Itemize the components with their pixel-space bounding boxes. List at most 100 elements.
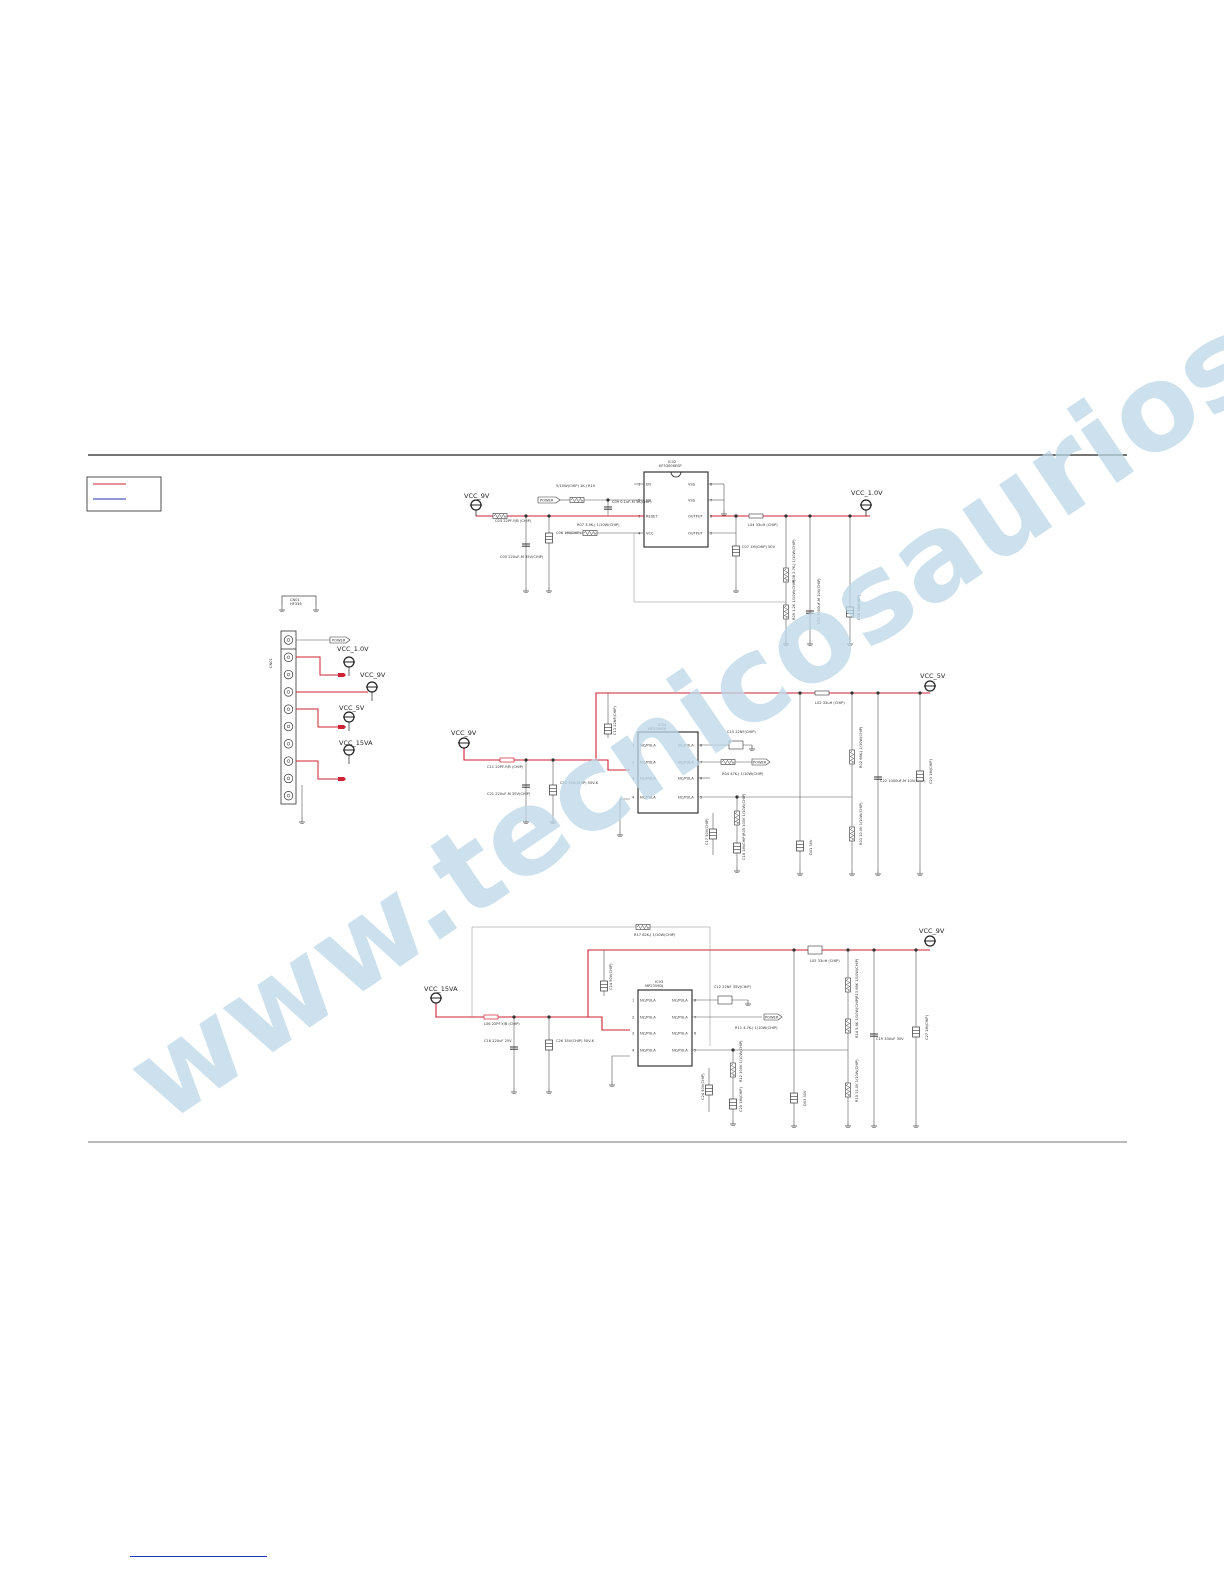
svg-text:L05 33uH (CHIP): L05 33uH (CHIP) [810, 959, 840, 963]
svg-text:NC/PULA: NC/PULA [672, 1031, 688, 1035]
svg-text:C22 1000uF-M 10V(CHIP): C22 1000uF-M 10V(CHIP) [880, 779, 926, 783]
rail-in-vcc-9v-top[interactable]: VCC_9V [464, 492, 490, 516]
svg-text:C08 1M(CHIP): C08 1M(CHIP) [857, 595, 861, 620]
svg-text:MP2359DJ: MP2359DJ [648, 727, 666, 731]
connector-pin [283, 739, 294, 749]
svg-text:C07 1000uF-M 10V(CHIP): C07 1000uF-M 10V(CHIP) [817, 578, 821, 624]
svg-text:C27 1M(CHIP): C27 1M(CHIP) [925, 1015, 929, 1040]
svg-text:IC03: IC03 [655, 980, 663, 984]
svg-text:5: 5 [694, 1048, 696, 1052]
svg-text:1: 1 [632, 998, 634, 1002]
svg-text:RESET: RESET [646, 514, 658, 518]
svg-text:C19 330uF 35V: C19 330uF 35V [876, 1037, 904, 1041]
svg-text:R13 68K 1/10W(CHIP): R13 68K 1/10W(CHIP) [855, 958, 859, 998]
connector-pin [283, 756, 294, 766]
connector-rail-vcc-1v0: VCC_1.0V [337, 645, 369, 653]
connector-pin [283, 721, 294, 732]
svg-text:NC/PULA: NC/PULA [678, 776, 694, 780]
svg-text:VCC_9V: VCC_9V [919, 927, 945, 935]
rail-in-vcc-9v-mid[interactable]: VCC_9V [451, 729, 477, 749]
svg-text:C24 50V(CHIP): C24 50V(CHIP) [701, 1073, 705, 1100]
svg-text:C21 220uF-M 35V(CHIP): C21 220uF-M 35V(CHIP) [487, 792, 531, 796]
ic-pin: 6NC/PULA [672, 1031, 697, 1035]
svg-text:5/10W(CHIP) 1K-J R10: 5/10W(CHIP) 1K-J R10 [556, 484, 596, 488]
svg-text:R09 1.2K 1/10W(CHIP): R09 1.2K 1/10W(CHIP) [792, 579, 796, 620]
ic-ic03: IC03 MP2359DJ 1NC/PULA8NC/PULA2NC/PULA7N… [632, 980, 697, 1067]
connector-mount: CN01 HF336 [278, 595, 320, 612]
rail-out-vcc-9v-bottom[interactable]: VCC_9V [919, 927, 945, 947]
svg-text:R05 100K 1/10W(CHIP): R05 100K 1/10W(CHIP) [742, 793, 746, 835]
svg-text:3: 3 [632, 776, 634, 780]
svg-text:C20 35V(CHIP) 50V-K: C20 35V(CHIP) 50V-K [560, 781, 599, 785]
svg-text:L06 22PF-Y/B (CHIP): L06 22PF-Y/B (CHIP) [484, 1022, 520, 1026]
svg-text:D01 30V: D01 30V [809, 839, 813, 855]
svg-text:R04 47K-J 1/10W(CHIP): R04 47K-J 1/10W(CHIP) [722, 772, 764, 776]
connector-pin [283, 652, 294, 662]
svg-text:MP2359DJ: MP2359DJ [645, 984, 663, 988]
footer-link-underline[interactable] [130, 1556, 267, 1557]
svg-text:OUTPUT: OUTPUT [688, 514, 703, 518]
svg-text:IC04: IC04 [658, 723, 667, 727]
connector-power-flag: POWER [296, 636, 351, 644]
rail-arrow [338, 673, 346, 677]
connector-pin [283, 791, 294, 801]
rail-trace-5v [296, 708, 344, 728]
svg-text:L02 33uH (CHIP): L02 33uH (CHIP) [815, 701, 845, 705]
rail-in-vcc-15va[interactable]: VCC_15VA [424, 985, 458, 1004]
svg-text:C15 22NF(CHIP): C15 22NF(CHIP) [727, 730, 756, 734]
svg-text:R17 82K-J 1/10W(CHIP): R17 82K-J 1/10W(CHIP) [634, 933, 676, 937]
svg-text:C05 220uF-M 35V(CHIP): C05 220uF-M 35V(CHIP) [500, 555, 544, 559]
ic-ic04: IC04 MP2359DJ 1NC/PULA8NC/PULA2NC/PULA7N… [632, 723, 703, 814]
svg-text:NC/PULA: NC/PULA [640, 1048, 656, 1052]
svg-text:C16 220uF 25V: C16 220uF 25V [484, 1039, 512, 1043]
rail-trace-15va [296, 760, 344, 780]
svg-text:NC/PULA: NC/PULA [672, 1015, 688, 1019]
svg-text:NC/PULA: NC/PULA [640, 776, 656, 780]
rail-trace-1v0 [296, 656, 344, 676]
svg-text:C07 1M(CHIP) 50V: C07 1M(CHIP) 50V [742, 545, 776, 549]
legend-box [86, 476, 162, 512]
svg-text:IC02: IC02 [668, 460, 676, 464]
svg-text:CN01: CN01 [269, 658, 273, 668]
svg-text:NC/PULA: NC/PULA [672, 998, 688, 1002]
svg-text:KF33006ESP: KF33006ESP [659, 464, 682, 468]
svg-text:2: 2 [632, 1015, 634, 1019]
svg-text:R08 2.7K-J 1/10W(CHIP): R08 2.7K-J 1/10W(CHIP) [792, 539, 796, 582]
connector-pin [283, 669, 294, 680]
rail-terminal [343, 711, 355, 731]
connector-rail-vcc-9v: VCC_9V [360, 671, 386, 679]
svg-text:NC/PULA: NC/PULA [678, 760, 694, 764]
svg-text:VCC_9V: VCC_9V [451, 729, 477, 737]
svg-text:R14 5.6K 1/10W(CHIP): R14 5.6K 1/10W(CHIP) [855, 997, 859, 1038]
svg-text:C14 50V(CHIP): C14 50V(CHIP) [609, 963, 613, 990]
svg-text:CN01: CN01 [290, 598, 300, 602]
connector-pin [283, 704, 294, 714]
svg-text:VCC_5V: VCC_5V [920, 672, 946, 680]
rail-terminal [343, 656, 355, 676]
svg-text:NC/PULA: NC/PULA [640, 743, 656, 747]
rail-out-vcc-5v[interactable]: VCC_5V [920, 672, 946, 692]
connector-pin [283, 635, 294, 645]
svg-text:VCC_9V: VCC_9V [464, 492, 490, 500]
svg-text:NC/PULA: NC/PULA [678, 795, 694, 799]
svg-text:EN: EN [646, 498, 651, 502]
rail-out-vcc-1v0[interactable]: VCC_1.0V [851, 489, 883, 516]
connector-rail-vcc-15va: VCC_15VA [339, 739, 373, 747]
svg-text:C09 0.1uF-M 5K(CHIP): C09 0.1uF-M 5K(CHIP) [612, 500, 652, 504]
svg-text:C11 22PF-Y/B (CHIP): C11 22PF-Y/B (CHIP) [487, 765, 524, 769]
svg-text:C26 35V(CHIP) 50V-K: C26 35V(CHIP) 50V-K [556, 1039, 595, 1043]
svg-text:C13 22NF(CHIP): C13 22NF(CHIP) [613, 706, 617, 735]
svg-text:3: 3 [632, 1031, 634, 1035]
regulator-9v: VCC_15VA VCC_9V IC03 MP2359DJ 1NC/PULA8N… [424, 924, 945, 1128]
svg-text:C25 1M(CHIP): C25 1M(CHIP) [739, 1087, 743, 1112]
svg-text:VCC: VCC [646, 531, 654, 535]
connector-pin [283, 687, 294, 697]
svg-text:R02 68K-J 1/10W(CHIP): R02 68K-J 1/10W(CHIP) [859, 726, 863, 768]
